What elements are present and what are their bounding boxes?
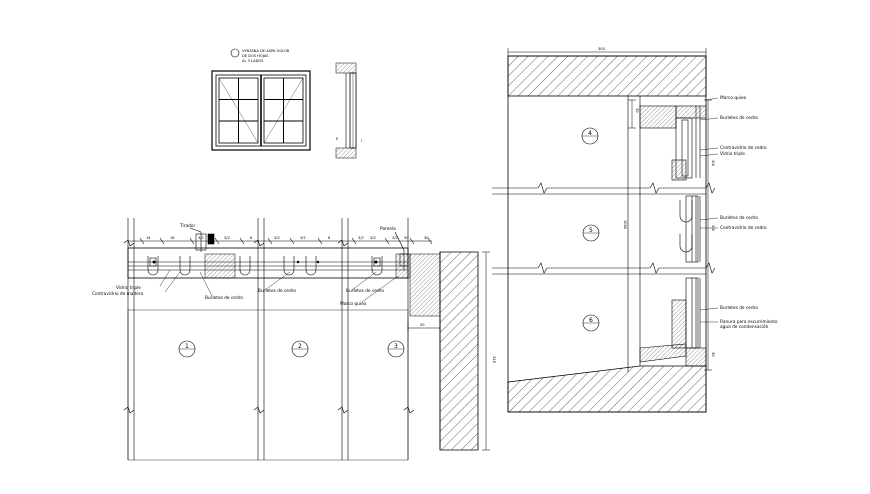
svg-text:50: 50 [404, 236, 409, 240]
vsec-label-contravidrio-1: Contravidrio de cedro [720, 145, 767, 151]
vsec-label-ranura-1: Ranura para escurrimiento [720, 319, 778, 325]
vsec-top-dim-value: 300 [598, 47, 606, 51]
panel-4-label: 4 [588, 130, 592, 137]
plan-frame-band [127, 247, 409, 279]
svg-text:8: 8 [328, 236, 331, 240]
elevation-title-1: VENTANA DE ASPA GGLOB [242, 49, 290, 53]
panel-2-label: 2 [298, 343, 302, 350]
vsec-label-ranura-2: agua de condensación [720, 323, 769, 330]
plan-small-marks [152, 260, 378, 264]
panel-3-label: 3 [394, 343, 398, 350]
label-contravidrio: Contravidrio de madera [92, 291, 144, 297]
plan-break-marks [123, 239, 415, 414]
plan-panel-markers: 1 2 3 [178, 340, 405, 358]
label-burlete-3: Burletes de cedro [346, 288, 384, 294]
svg-text:16: 16 [170, 236, 175, 240]
vsec-small-dim-3: 3/4 [711, 225, 715, 231]
vsec-small-dim-1: 30 [635, 108, 639, 113]
window-side-section: E I [335, 62, 362, 159]
plan-panel-outline [127, 309, 409, 461]
svg-text:3/2: 3/2 [274, 236, 280, 240]
handle-detail [189, 227, 215, 252]
plan-leaders [159, 269, 399, 303]
plan-frame-details [128, 256, 408, 276]
label-tirador: Tirador [179, 223, 195, 229]
elevation-title-2: DE DOS HOJAS [242, 54, 269, 58]
vsec-small-dims [628, 99, 712, 371]
vsec-drip [639, 343, 687, 363]
vsec-break-lines [492, 182, 716, 275]
vsec-sill-profile [671, 299, 687, 349]
side-letter-i: I [361, 139, 362, 143]
vsec-side-dim: 1000 [623, 220, 627, 230]
window-outer-frame [211, 70, 311, 151]
vsec-label-burlete-2: Burletes de cedro [720, 215, 758, 221]
plan-dimension-ticks [139, 237, 433, 245]
vsec-head-block [639, 105, 677, 129]
vsec-panel-markers: 4 5 6 [581, 127, 600, 332]
svg-text:3/2: 3/2 [392, 236, 398, 240]
window-elevation: VENTANA DE ASPA GGLOB DE DOS HOJAS AL 3 … [211, 48, 362, 159]
vsec-lintel [507, 55, 707, 97]
vsec-leaders [699, 97, 719, 323]
plan-right-dim-value: 318 [492, 356, 496, 364]
vsec-label-marco: Marco quieo [720, 95, 747, 101]
panel-6-label: 6 [589, 317, 593, 324]
vsec-label-contravidrio-2: Contravidrio de cedro [720, 225, 767, 231]
sash-diagonals [218, 77, 304, 144]
plan-section: 14 16 3/2 3/2 8 3/2 3/2 8 3/2 3/2 3/2 50… [92, 218, 496, 461]
vsec-small-dim-4: 30 [711, 352, 715, 357]
svg-text:3/2: 3/2 [300, 236, 306, 240]
plan-hatch-block-1 [204, 253, 236, 279]
label-marco-quieo: Marco quieo [340, 301, 367, 307]
vsec-sill-base [685, 347, 707, 367]
label-burlete-1: Burletes de cedro [205, 295, 243, 301]
vsec-profile [671, 106, 701, 349]
svg-text:3/2: 3/2 [370, 236, 376, 240]
svg-text:30: 30 [424, 236, 429, 240]
vsec-label-vidrio: Vidrio triple [720, 151, 745, 157]
vsec-label-burlete-1: Burletes de cedro [720, 115, 758, 121]
side-letter-e: E [336, 137, 339, 141]
elevation-symbol [230, 48, 240, 58]
hinge-detail [394, 231, 409, 270]
label-vidrio-triple: Vidrio triple [116, 285, 141, 291]
plan-jamb-lines [127, 218, 409, 460]
vsec-small-dim-2: 3/4 [711, 160, 715, 166]
panel-1-label: 1 [185, 343, 189, 350]
svg-text:8: 8 [250, 236, 253, 240]
elevation-title-3: AL 3 LADOS [242, 59, 264, 63]
svg-text:14: 14 [146, 236, 151, 240]
plan-bottom-dim-value: 50 [420, 323, 425, 327]
label-pomela: Pomela [380, 226, 396, 232]
svg-text:3/2: 3/2 [224, 236, 230, 240]
plan-hatch-block-3 [409, 253, 441, 317]
vsec-sill [507, 365, 707, 413]
svg-text:3/2: 3/2 [358, 236, 364, 240]
vsec-label-burlete-3: Burletes de cedro [720, 305, 758, 311]
panel-5-label: 5 [589, 227, 593, 234]
plan-dimension-values: 14 16 3/2 3/2 8 3/2 3/2 8 3/2 3/2 3/2 50… [146, 236, 429, 240]
plan-wall [439, 251, 479, 451]
vertical-section: 300 [492, 47, 778, 413]
label-burlete-2: Burletes de cedro [258, 288, 296, 294]
